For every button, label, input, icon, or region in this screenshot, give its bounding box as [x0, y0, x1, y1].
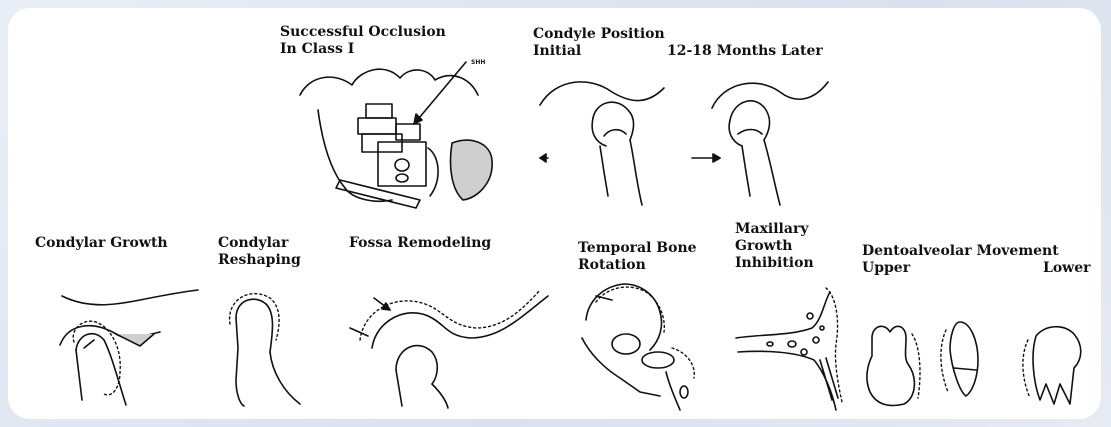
- maxillary-illustration: [736, 288, 842, 410]
- temporal-bone-illustration: [582, 284, 694, 410]
- condylar-reshaping-illustration: [230, 294, 300, 406]
- dentoalveolar-illustration: [867, 322, 1081, 406]
- occlusion-marker: SHH: [471, 59, 485, 66]
- condylar-growth-illustration: [60, 290, 198, 405]
- occlusion-illustration: SHH: [300, 59, 492, 208]
- condyle-initial-illustration: [540, 82, 664, 205]
- condyle-later-illustration: [692, 82, 828, 205]
- fossa-remodeling-illustration: [350, 290, 548, 408]
